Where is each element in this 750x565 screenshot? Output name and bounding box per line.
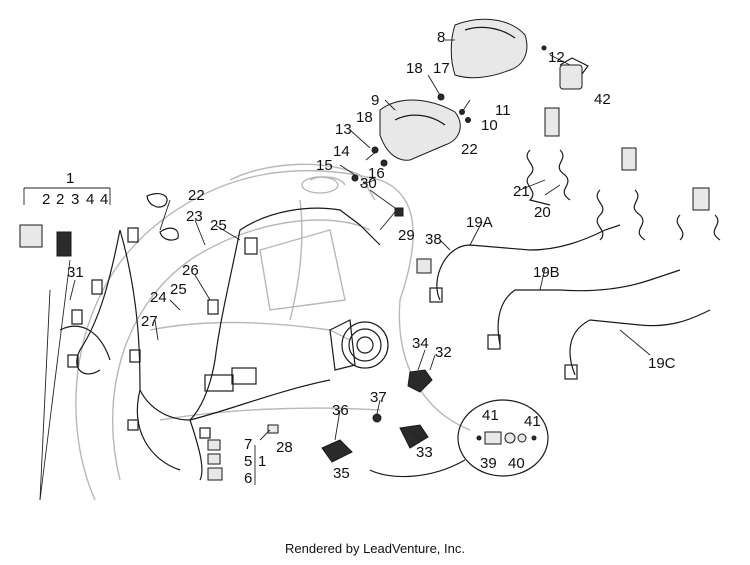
callout-25-top: 25 — [210, 217, 227, 234]
footer-caption: Rendered by LeadVenture, Inc. — [285, 541, 465, 556]
callout-42: 42 — [594, 91, 611, 108]
callout-28: 28 — [276, 439, 293, 456]
leader-lines — [39, 39, 651, 501]
callout-37: 37 — [370, 389, 387, 406]
relay-42 — [559, 57, 589, 90]
callout-7: 7 — [244, 436, 252, 453]
callout-19C: 19C — [648, 355, 676, 372]
coiled-leads — [526, 107, 721, 241]
callout-2-a: 2 — [42, 191, 50, 208]
callout-16: 16 — [368, 165, 385, 182]
callout-29: 29 — [398, 227, 415, 244]
callout-25-mid: 25 — [170, 281, 187, 298]
callout-32: 32 — [435, 344, 452, 361]
callout-9: 9 — [371, 92, 379, 109]
callout-3: 3 — [71, 191, 79, 208]
callout-14: 14 — [333, 143, 350, 160]
callout-19A: 19A — [466, 214, 493, 231]
callout-12: 12 — [548, 49, 565, 66]
callout-13: 13 — [335, 121, 352, 138]
callout-18-mid: 18 — [356, 109, 373, 126]
sensor-35 — [321, 413, 382, 463]
bracket-33 — [399, 424, 429, 449]
callout-1-bottom: 1 — [258, 453, 266, 470]
callout-27: 27 — [141, 313, 158, 330]
callout-23: 23 — [186, 208, 203, 225]
callout-4-a: 4 — [86, 191, 94, 208]
callout-38: 38 — [425, 231, 442, 248]
callout-labels: 1 2 2 3 4 4 8 12 42 18 17 9 11 10 13 18 … — [42, 29, 676, 487]
battery-cover-8 — [450, 18, 528, 79]
callout-2-b: 2 — [56, 191, 64, 208]
callout-22-right: 22 — [461, 141, 478, 158]
callout-19B: 19B — [533, 264, 560, 281]
main-wiring-harness — [59, 207, 381, 481]
cable-19C — [564, 309, 711, 380]
callout-8: 8 — [437, 29, 445, 46]
callout-36: 36 — [332, 402, 349, 419]
callout-20: 20 — [534, 204, 551, 221]
battery-box-9 — [379, 99, 461, 161]
callout-6: 6 — [244, 470, 252, 487]
callout-15: 15 — [316, 157, 333, 174]
callout-33: 33 — [416, 444, 433, 461]
callout-40: 40 — [508, 455, 525, 472]
connector-group-2-4 — [19, 187, 111, 257]
callout-26: 26 — [182, 262, 199, 279]
callout-34: 34 — [412, 335, 429, 352]
callout-41-left: 41 — [482, 407, 499, 424]
callout-22-left: 22 — [188, 187, 205, 204]
callout-41-right: 41 — [524, 413, 541, 430]
callout-17: 17 — [433, 60, 450, 77]
fuse-holders-5-7 — [207, 424, 279, 481]
callout-1-top: 1 — [66, 170, 74, 187]
callout-21: 21 — [513, 183, 530, 200]
callout-39: 39 — [480, 455, 497, 472]
callout-35: 35 — [333, 465, 350, 482]
callout-4-b: 4 — [100, 191, 108, 208]
callout-5: 5 — [244, 453, 252, 470]
scooter-frame-outline — [75, 163, 471, 501]
cable-19A — [429, 224, 621, 303]
callout-31: 31 — [67, 264, 84, 281]
detail-inset-39-41 — [369, 399, 549, 478]
callout-11: 11 — [495, 102, 511, 119]
cable-19B — [487, 269, 681, 350]
bracket-34 — [407, 369, 433, 393]
callout-24: 24 — [150, 289, 167, 306]
engine-flywheel — [329, 319, 389, 371]
callout-30: 30 — [360, 175, 377, 192]
callout-18-top: 18 — [406, 60, 423, 77]
callout-10: 10 — [481, 117, 498, 134]
